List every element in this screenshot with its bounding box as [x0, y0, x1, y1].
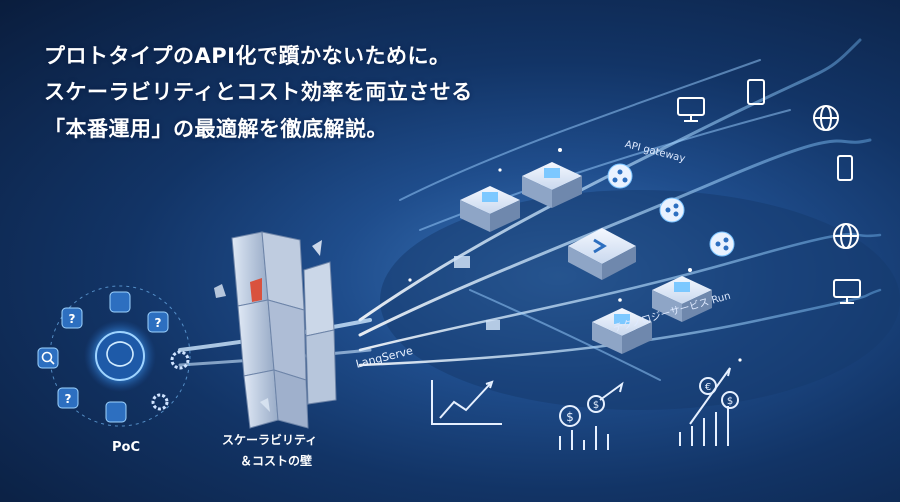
data-packet — [486, 320, 500, 330]
wall-label-line-1: スケーラビリティ — [222, 433, 318, 447]
dollar-chart-icon: $ $ — [559, 381, 624, 450]
globe-icon — [833, 223, 859, 249]
svg-text:?: ? — [69, 312, 76, 326]
server-node — [522, 162, 582, 208]
monitor-icon — [677, 97, 705, 122]
svg-text:?: ? — [155, 316, 162, 330]
server-node — [592, 308, 652, 354]
question-icon — [147, 311, 169, 333]
gear-icon — [170, 350, 190, 370]
euro-chart-icon: € $ — [679, 367, 739, 446]
api-gateway-nodes — [607, 163, 735, 257]
wall-label-line-2: ＆コストの壁 — [240, 454, 313, 468]
question-icon — [109, 291, 131, 313]
headline-line-3: 「本番運用」の最適解を徹底解説。 — [44, 117, 388, 141]
headline-line-1: プロトタイプのAPI化で躓かないために。 — [44, 44, 451, 68]
load-balancer — [568, 228, 636, 280]
warning-fragment — [250, 278, 262, 302]
gear-icon — [151, 393, 169, 411]
chart-tile-icon — [105, 401, 127, 423]
brain-icon — [95, 331, 145, 381]
svg-text:€: € — [705, 382, 711, 393]
network-node-icon — [607, 163, 633, 189]
poc-cluster: ? ? ? — [37, 285, 191, 427]
scalability-wall — [214, 231, 337, 429]
cost-charts: $ $ € $ — [431, 367, 739, 450]
growth-chart-icon — [431, 380, 502, 425]
poc-label: PoC — [112, 440, 140, 455]
network-node-icon — [659, 197, 685, 223]
server-node — [652, 276, 712, 322]
tablet-icon — [747, 79, 765, 105]
svg-text:$: $ — [593, 400, 599, 411]
svg-text:?: ? — [65, 392, 72, 406]
platform-base — [380, 190, 900, 410]
search-icon — [37, 347, 59, 369]
share-node-icon — [709, 231, 735, 257]
question-icon — [61, 307, 83, 329]
phone-icon — [837, 155, 853, 181]
server-cluster — [454, 162, 712, 354]
svg-text:$: $ — [566, 410, 574, 424]
question-icon — [57, 387, 79, 409]
globe-icon — [813, 105, 839, 131]
sparkles — [408, 148, 742, 362]
data-streams — [178, 38, 882, 381]
headline-line-2: スケーラビリティとコスト効率を両立させる — [44, 80, 473, 104]
client-devices — [677, 79, 861, 304]
monitor-icon — [833, 279, 861, 304]
data-packet — [454, 256, 470, 268]
svg-text:$: $ — [727, 396, 733, 407]
server-node — [460, 186, 520, 232]
